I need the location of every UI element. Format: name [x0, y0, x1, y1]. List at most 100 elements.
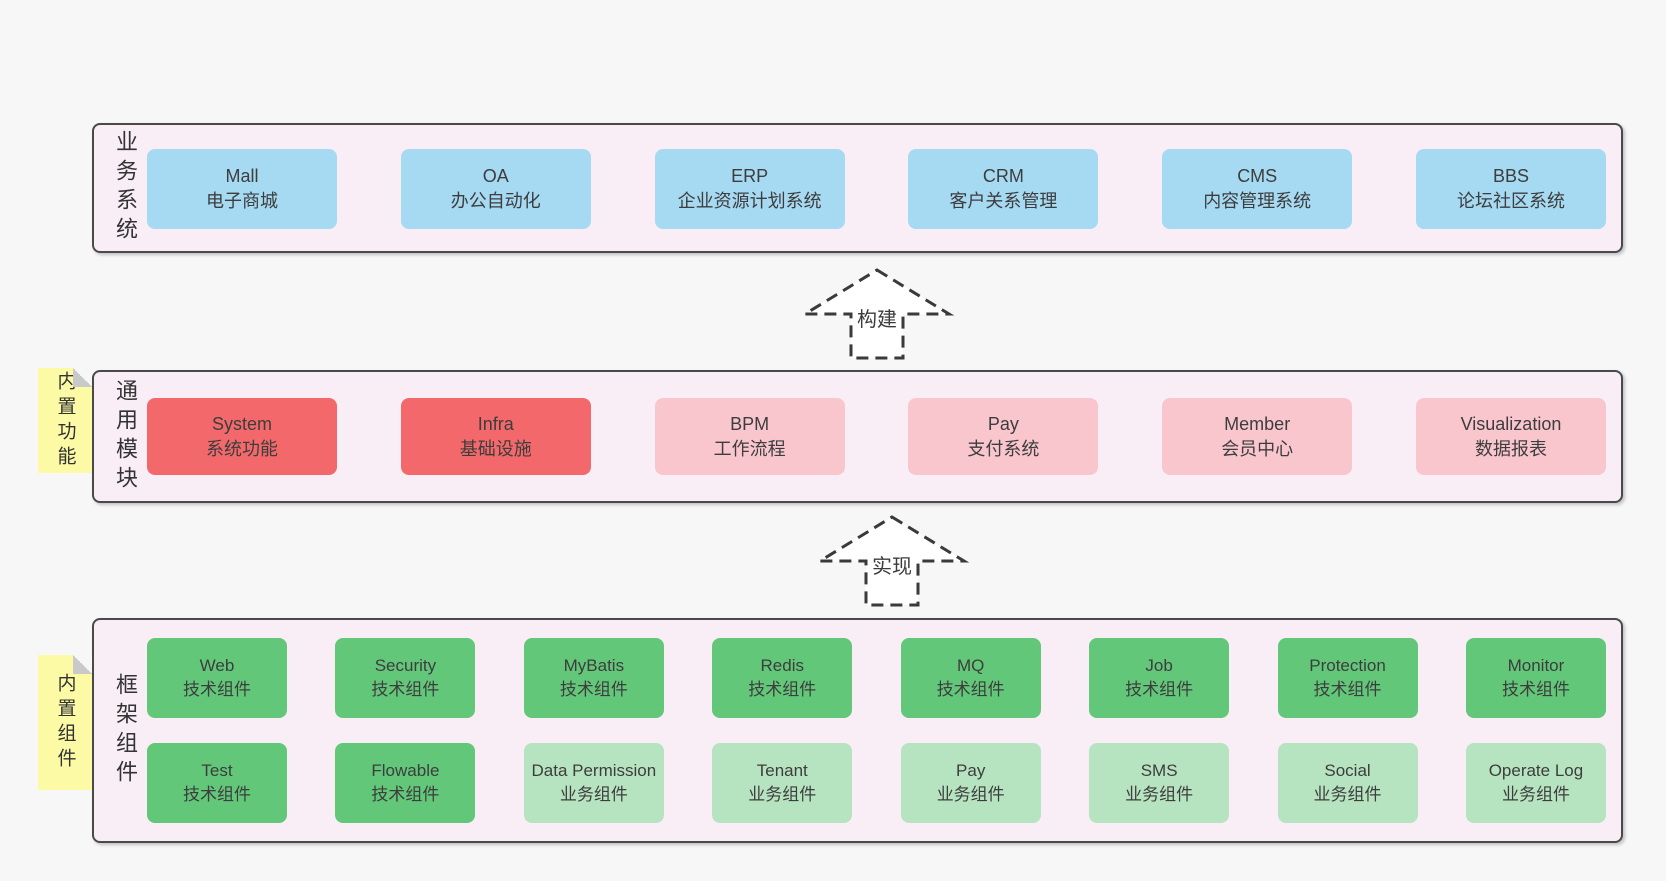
- box-desc: 业务组件: [936, 785, 1005, 804]
- box-infra: Infra 基础设施: [400, 398, 591, 475]
- box-desc: 业务组件: [559, 785, 628, 804]
- implement-arrow-label: 实现: [872, 555, 912, 578]
- box-desc: 基础设施: [459, 438, 532, 459]
- common-modules-section: 通用模块 System 系统功能 Infra 基础设施 BPM 工作流程 Pay…: [92, 370, 1623, 503]
- common-modules-row: System 系统功能 Infra 基础设施 BPM 工作流程 Pay 支付系统…: [147, 398, 1606, 475]
- box-desc: 数据报表: [1474, 438, 1547, 459]
- box-mybatis: MyBatis 技术组件: [523, 638, 664, 718]
- note-text: 内置组件: [54, 672, 76, 773]
- box-tenant: Tenant 业务组件: [712, 743, 853, 823]
- box-desc: 业务组件: [1501, 785, 1570, 804]
- box-protection: Protection 技术组件: [1277, 638, 1418, 718]
- box-visualization: Visualization 数据报表: [1415, 398, 1606, 475]
- box-name: Job: [1145, 656, 1173, 675]
- box-name: System: [211, 413, 272, 434]
- box-desc: 技术组件: [371, 680, 440, 699]
- box-desc: 系统功能: [206, 438, 278, 459]
- framework-components-row-2: Test 技术组件 Flowable 技术组件 Data Permission …: [147, 743, 1606, 823]
- box-name: Security: [374, 656, 437, 675]
- folded-corner-icon: [73, 655, 92, 674]
- box-desc: 会员中心: [1221, 438, 1294, 459]
- framework-components-row-1: Web 技术组件 Security 技术组件 MyBatis 技术组件 Redi…: [147, 638, 1606, 718]
- business-systems-section: 业务系统 Mall 电子商城 OA 办公自动化 ERP 企业资源计划系统 CRM…: [92, 123, 1623, 253]
- business-systems-label: 业务系统: [113, 130, 138, 246]
- box-social: Social 业务组件: [1277, 743, 1418, 823]
- build-arrow: 构建: [799, 268, 955, 360]
- box-name: Test: [201, 761, 233, 780]
- box-desc: 技术组件: [559, 680, 628, 699]
- box-member: Member 会员中心: [1162, 398, 1353, 475]
- box-name: Member: [1224, 413, 1291, 434]
- box-desc: 电子商城: [206, 191, 278, 211]
- box-desc: 技术组件: [936, 680, 1005, 699]
- box-name: MQ: [956, 656, 985, 675]
- box-name: Pay: [956, 761, 986, 780]
- box-desc: 工作流程: [713, 438, 786, 459]
- box-name: Data Permission: [531, 761, 657, 780]
- box-desc: 技术组件: [1125, 680, 1194, 699]
- box-desc: 业务组件: [748, 785, 817, 804]
- box-name: Redis: [760, 656, 804, 675]
- box-name: MyBatis: [563, 656, 625, 675]
- box-web: Web 技术组件: [147, 638, 287, 718]
- box-name: BBS: [1492, 166, 1529, 186]
- box-desc: 内容管理系统: [1203, 191, 1312, 211]
- box-cms: CMS 内容管理系统: [1162, 149, 1353, 229]
- box-name: Pay: [987, 413, 1019, 434]
- box-data-permission: Data Permission 业务组件: [523, 743, 664, 823]
- box-operate-log: Operate Log 业务组件: [1465, 743, 1606, 823]
- box-bpm: BPM 工作流程: [654, 398, 845, 475]
- note-text: 内置功能: [54, 370, 76, 471]
- box-name: Protection: [1309, 656, 1386, 675]
- box-desc: 技术组件: [183, 680, 251, 699]
- box-desc: 支付系统: [967, 438, 1040, 459]
- box-name: Mall: [225, 166, 259, 186]
- business-systems-row: Mall 电子商城 OA 办公自动化 ERP 企业资源计划系统 CRM 客户关系…: [147, 149, 1606, 229]
- box-name: Flowable: [371, 761, 440, 780]
- built-in-functions-note: 内置功能: [38, 368, 92, 473]
- box-name: CRM: [982, 166, 1024, 186]
- box-sms: SMS 业务组件: [1089, 743, 1230, 823]
- up-arrow-icon: [814, 515, 970, 607]
- box-desc: 业务组件: [1313, 785, 1382, 804]
- box-pay-module: Pay 支付系统: [908, 398, 1099, 475]
- box-system: System 系统功能: [147, 398, 337, 475]
- box-bbs: BBS 论坛社区系统: [1415, 149, 1606, 229]
- box-crm: CRM 客户关系管理: [908, 149, 1099, 229]
- box-job: Job 技术组件: [1089, 638, 1230, 718]
- box-security: Security 技术组件: [335, 638, 476, 718]
- framework-components-section: 框架组件 Web 技术组件 Security 技术组件 MyBatis 技术组件…: [92, 618, 1623, 843]
- box-name: SMS: [1140, 761, 1178, 780]
- box-desc: 技术组件: [1313, 680, 1382, 699]
- box-desc: 客户关系管理: [949, 191, 1058, 211]
- box-oa: OA 办公自动化: [400, 149, 591, 229]
- box-name: CMS: [1237, 166, 1278, 186]
- box-test: Test 技术组件: [147, 743, 287, 823]
- box-name: Visualization: [1460, 413, 1562, 434]
- box-desc: 业务组件: [1125, 785, 1194, 804]
- box-name: Infra: [477, 413, 514, 434]
- box-desc: 技术组件: [183, 785, 251, 804]
- box-name: Social: [1324, 761, 1371, 780]
- build-arrow-label: 构建: [857, 308, 897, 331]
- box-desc: 技术组件: [371, 785, 440, 804]
- box-name: ERP: [731, 166, 769, 186]
- box-name: OA: [482, 166, 509, 186]
- box-redis: Redis 技术组件: [712, 638, 853, 718]
- up-arrow-icon: [799, 268, 955, 360]
- box-flowable: Flowable 技术组件: [335, 743, 476, 823]
- box-desc: 技术组件: [1501, 680, 1570, 699]
- box-desc: 办公自动化: [450, 191, 541, 211]
- box-erp: ERP 企业资源计划系统: [654, 149, 845, 229]
- box-desc: 论坛社区系统: [1456, 191, 1565, 211]
- box-desc: 技术组件: [748, 680, 817, 699]
- built-in-components-note: 内置组件: [38, 655, 92, 790]
- box-mall: Mall 电子商城: [147, 149, 337, 229]
- box-name: Operate Log: [1488, 761, 1584, 780]
- box-name: BPM: [730, 413, 770, 434]
- box-name: Monitor: [1507, 656, 1565, 675]
- common-modules-label: 通用模块: [113, 378, 138, 495]
- folded-corner-icon: [73, 368, 92, 387]
- box-mq: MQ 技术组件: [900, 638, 1041, 718]
